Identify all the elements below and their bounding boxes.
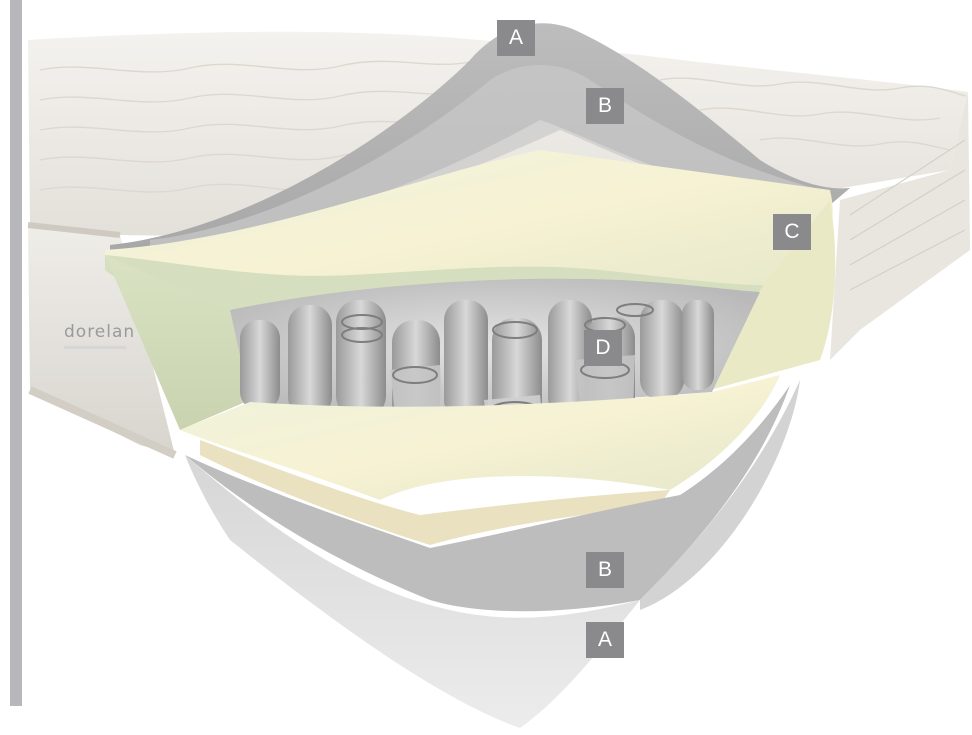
brand-tagline-line bbox=[64, 346, 126, 349]
marker-bottom-a: A bbox=[586, 622, 624, 658]
marker-top-b: B bbox=[586, 88, 624, 124]
marker-d: D bbox=[584, 330, 622, 366]
marker-c: C bbox=[773, 214, 811, 250]
marker-top-a: A bbox=[497, 20, 535, 56]
brand-label: dorelan bbox=[64, 322, 135, 342]
marker-bottom-b: B bbox=[586, 552, 624, 588]
left-accent-bar bbox=[10, 0, 22, 706]
